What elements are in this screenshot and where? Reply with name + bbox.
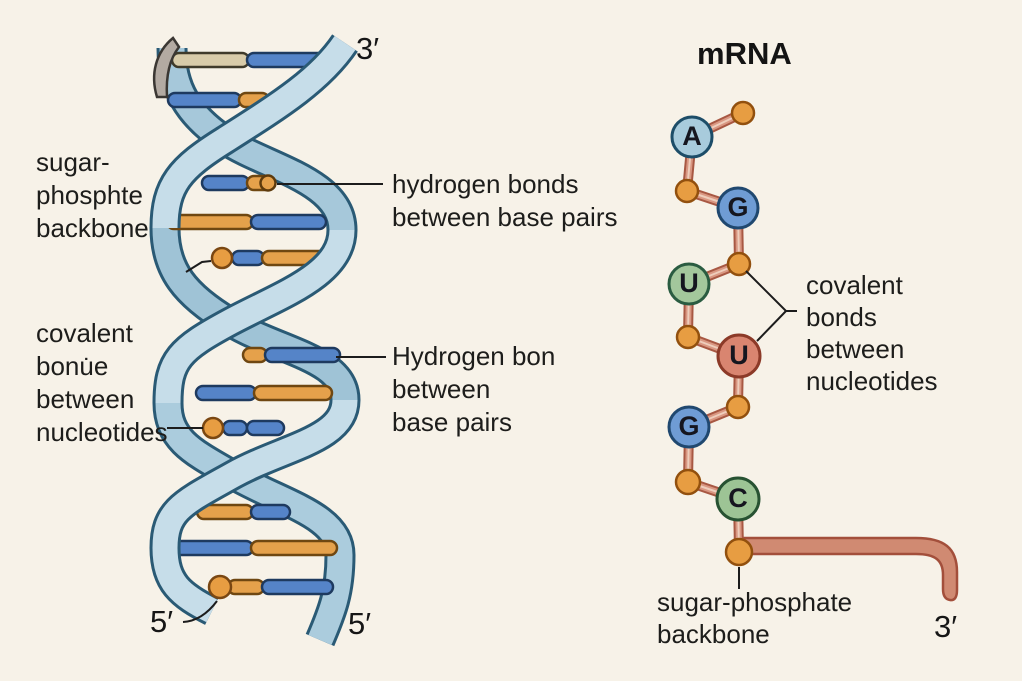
mrna-base-u1: U: [679, 267, 699, 298]
mrna-base-g1: G: [727, 191, 749, 222]
dna-three-prime-top: 3′: [356, 31, 380, 66]
mrna-base-c: C: [728, 482, 748, 513]
dna-five-prime-right: 5′: [348, 606, 372, 641]
dna-hydrogen-bond-mid-label: Hydrogen bon between base pairs: [392, 341, 556, 437]
dna-phosphate-dot: [207, 574, 233, 600]
mrna-base-g2: G: [678, 410, 700, 441]
dna-leader-lines: [167, 183, 386, 623]
dna-sugar-phosphate-label: sugar- phosphte backbone: [36, 147, 149, 243]
dna-five-prime-left: 5′: [150, 604, 174, 639]
helix-front-ribbons: [149, 34, 361, 625]
dna-hydrogen-bonds-label: hydrogen bonds between base pairs: [392, 169, 618, 232]
mrna-covalent-bonds-label: covalent bonds between nucleotides: [806, 270, 938, 396]
dna-covalent-bond-label: covalent bonu̇e between nucleotides: [36, 318, 168, 447]
mrna-base-u2: U: [729, 339, 749, 370]
mrna-backbone-bar: [737, 536, 959, 602]
mrna-three-prime: 3′: [934, 609, 958, 644]
mrna-strand: [667, 100, 959, 602]
mrna-base-a: A: [682, 120, 702, 151]
mrna-title: mRNA: [697, 36, 792, 71]
mrna-base-nodes: [667, 115, 762, 522]
helix-gray-end-cap: [152, 36, 181, 99]
mrna-backbone-label: sugar-phosphate backbone: [657, 587, 853, 649]
mrna-phosphate-dots: [674, 100, 756, 567]
dna-double-helix: [149, 34, 386, 647]
mrna-leader-lines: [738, 270, 797, 589]
